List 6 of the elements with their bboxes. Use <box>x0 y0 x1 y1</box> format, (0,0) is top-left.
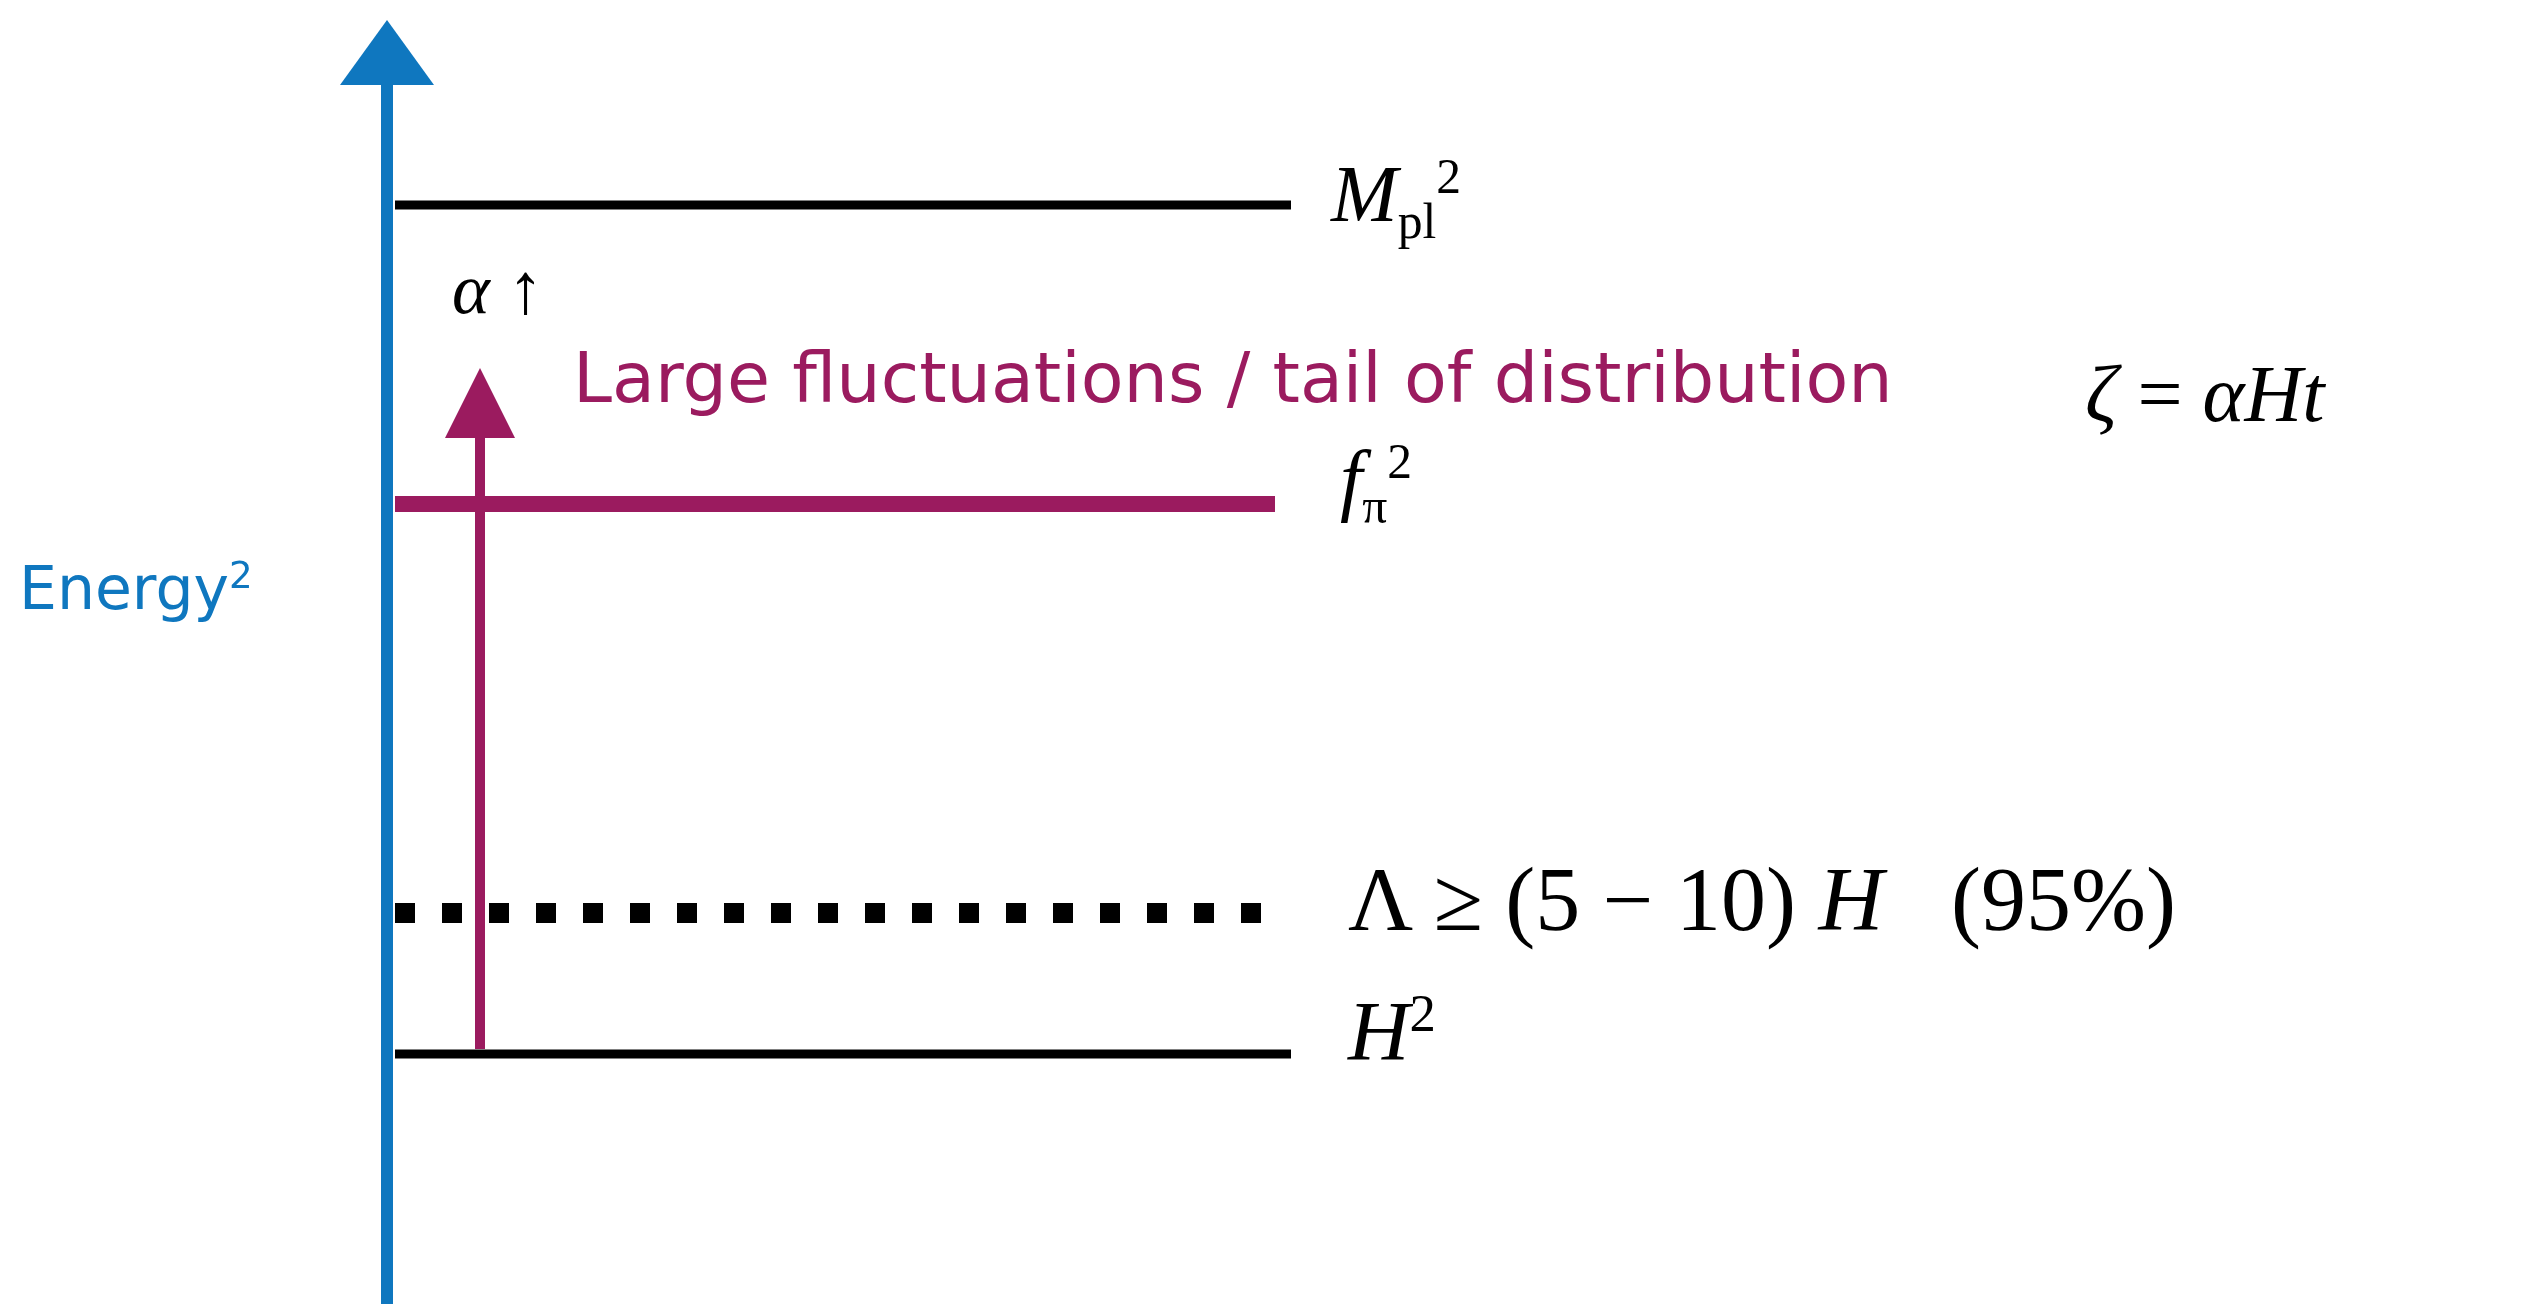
equation: ζ = αHt <box>2085 350 2325 438</box>
axis-label: Energy$^{2}$ <box>19 555 253 621</box>
bound-label: Λ ≥ (5 − 10) H (95%) <box>1348 850 2176 949</box>
arrow-label: Large fluctuations / tail of distribution <box>573 340 1893 417</box>
level-label: H$^{2}$ <box>1348 985 1436 1079</box>
math-label: α ↑ <box>452 250 544 330</box>
